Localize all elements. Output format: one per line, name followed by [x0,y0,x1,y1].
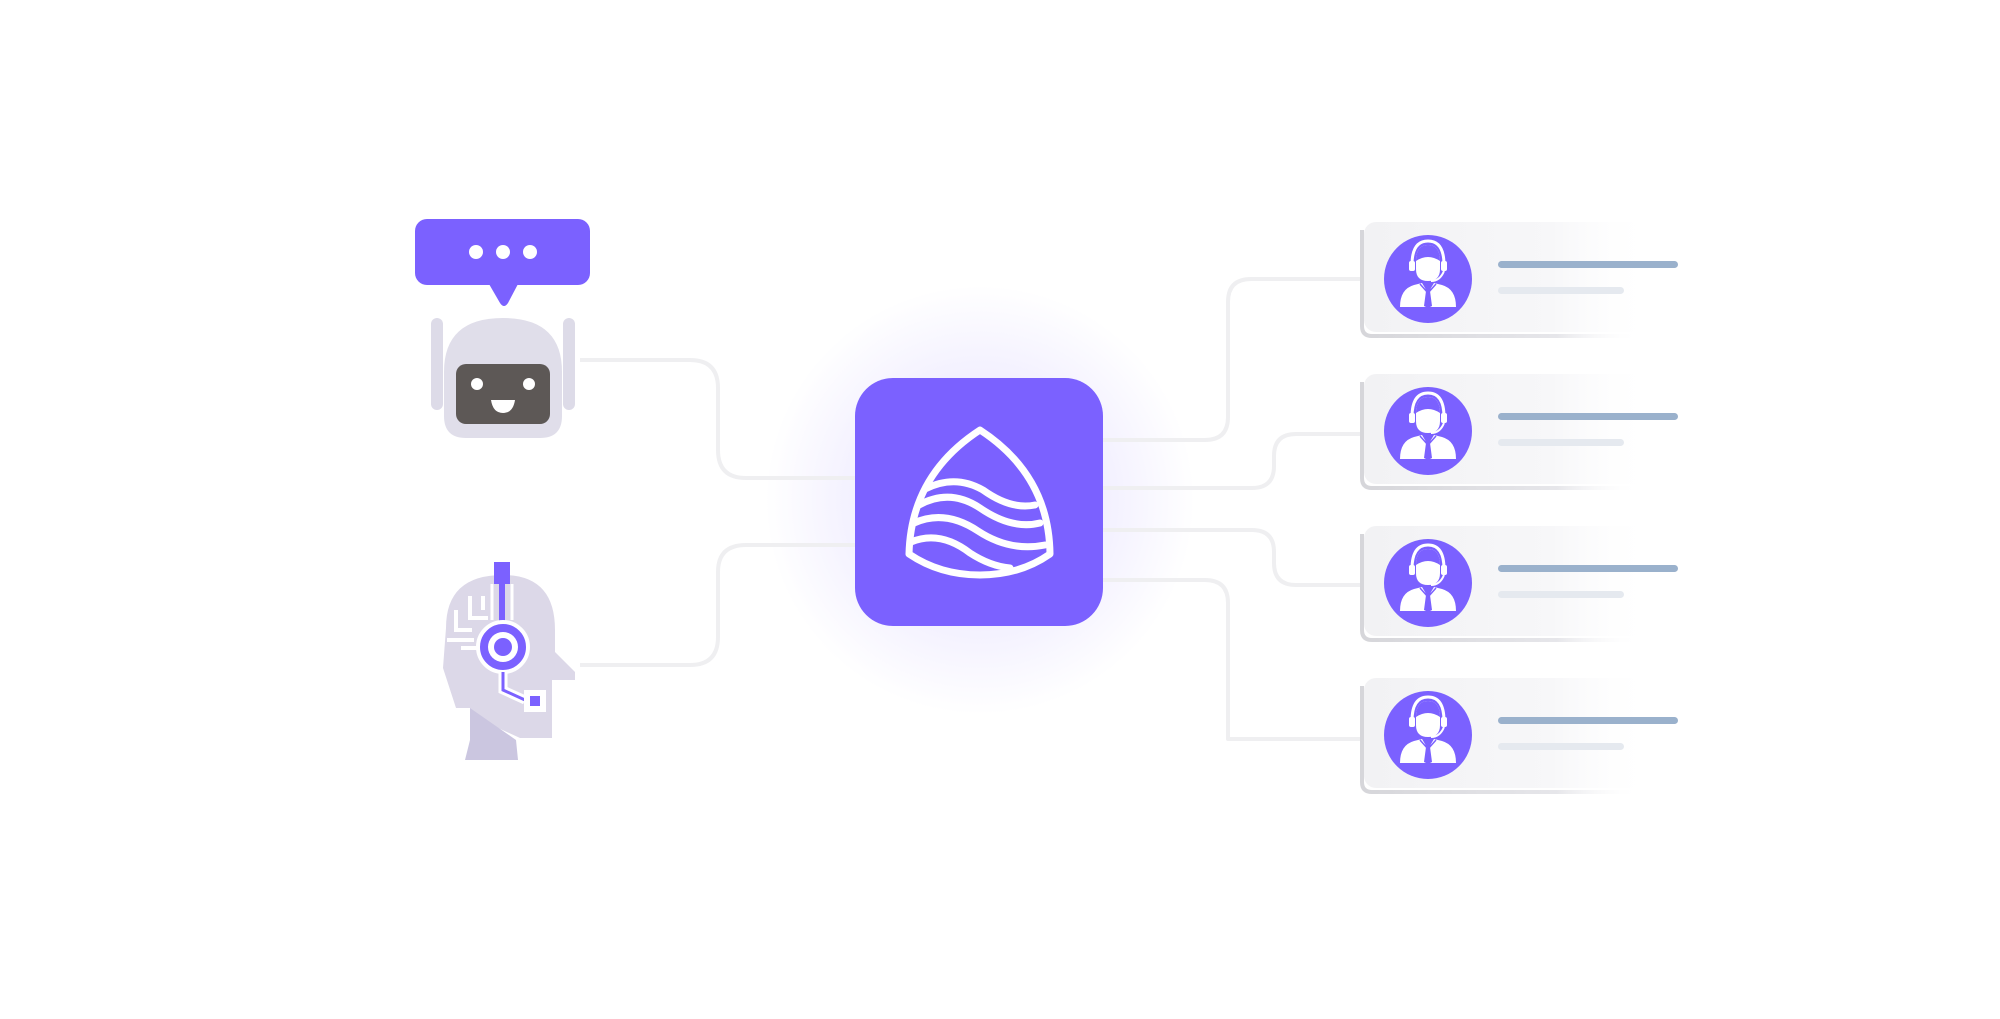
typing-dot-2 [496,245,510,259]
robot-face-screen [456,364,550,424]
agent-detail-placeholder [1498,439,1624,446]
typing-dot-1 [469,245,483,259]
ai-headset-head-icon [443,562,575,760]
platform-hub [855,378,1103,626]
agent-detail-placeholder [1498,743,1624,750]
connector-hub-to-agent-4 [1100,578,1362,741]
platform-logo-icon [905,426,1054,579]
speech-bubble-tail [489,284,518,306]
agent-card [1360,222,1678,338]
agent-card-edge [1360,686,1640,794]
agent-detail-placeholder [1498,287,1624,294]
connector-hub-to-agent-2 [1100,432,1362,490]
robot-eye-right [523,378,535,390]
agent-card-edge [1360,230,1640,338]
agent-detail-placeholder [1498,591,1624,598]
agent-name-placeholder [1498,565,1678,572]
agent-name-placeholder [1498,261,1678,268]
chatbot-robot-icon [415,219,590,438]
agent-name-placeholder [1498,717,1678,724]
support-agent-icon [1384,691,1472,779]
typing-dot-3 [523,245,537,259]
headset-band [499,584,505,622]
agent-name-placeholder [1498,413,1678,420]
robot-smile [491,400,515,413]
agent-card [1360,526,1678,642]
connector-hub-to-agent-1 [1100,277,1362,442]
head-neck [465,708,518,760]
robot-antenna-right [563,318,575,410]
agent-cards [1360,222,1678,794]
agent-card [1360,678,1678,794]
source-connectors [580,358,855,667]
agent-card-edge [1360,382,1640,490]
robot-eye-left [471,378,483,390]
support-agent-icon [1384,235,1472,323]
connector-chatbot-to-hub [580,358,855,480]
support-agent-icon [1384,539,1472,627]
agent-connectors [1100,277,1362,741]
connector-hub-to-agent-3 [1100,528,1362,587]
headset-top-block [494,562,510,584]
support-agent-icon [1384,387,1472,475]
hub-tile [855,378,1103,626]
agent-card-edge [1360,534,1640,642]
robot-antenna-left [431,318,443,410]
agent-card [1360,374,1678,490]
connector-ai-head-to-hub [580,543,855,667]
